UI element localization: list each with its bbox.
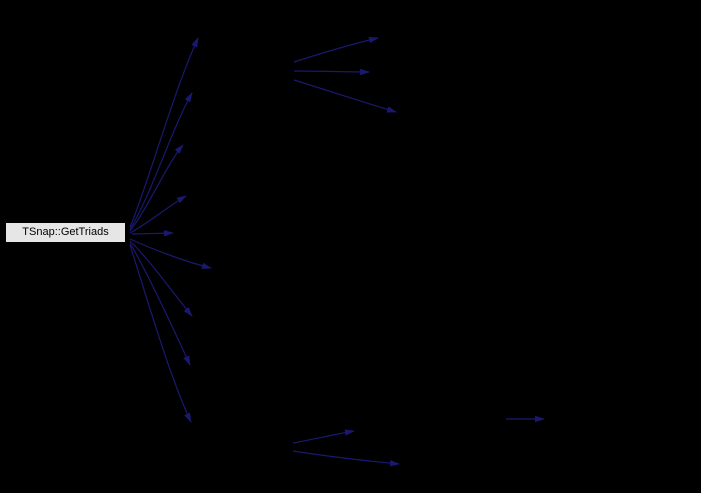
graph-node-root-label: TSnap::GetTriads (22, 226, 109, 238)
call-edge-second-level-2 (293, 68, 370, 76)
call-edge-root-fanout-4 (129, 195, 187, 234)
call-edge-root-fanout-3 (129, 144, 184, 232)
call-edge-bottom-cluster-1 (292, 429, 355, 444)
call-edge-root-fanout-7 (129, 240, 193, 317)
call-edge-second-level-1 (293, 36, 379, 63)
call-edge-root-fanout-5 (131, 230, 174, 237)
call-edge-root-fanout-1 (129, 37, 199, 228)
call-edge-root-fanout-6 (129, 238, 212, 270)
graph-node-root[interactable]: TSnap::GetTriads (5, 222, 126, 243)
call-edge-bottom-cluster-2 (292, 450, 400, 467)
call-edge-root-fanout-9 (129, 244, 192, 423)
call-edge-second-level-3 (293, 79, 397, 113)
call-edge-root-fanout-8 (129, 242, 191, 366)
call-edge-root-fanout-2 (129, 92, 193, 230)
